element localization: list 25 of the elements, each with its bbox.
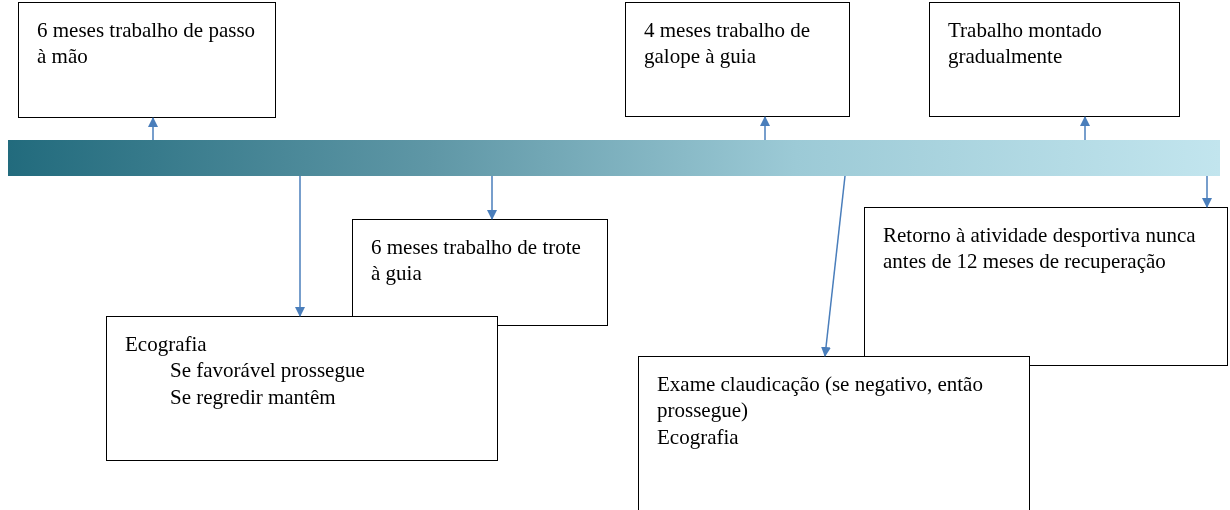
box-text: Trabalho montado gradualmente bbox=[948, 17, 1103, 70]
text-box bbox=[18, 2, 276, 118]
box-text: 6 meses trabalho de trote à guia bbox=[371, 234, 582, 287]
text-box bbox=[638, 356, 1030, 510]
box-text: Ecografia bbox=[657, 423, 740, 450]
arrow bbox=[821, 175, 846, 357]
arrow bbox=[760, 116, 770, 141]
box-text: Ecografia bbox=[125, 331, 208, 358]
arrow bbox=[295, 175, 305, 317]
box-text: Se favorável prossegue bbox=[169, 357, 366, 384]
text-box bbox=[352, 219, 608, 326]
arrow bbox=[487, 175, 497, 220]
box-text: Exame claudicação (se negativo, então prossegue) bbox=[657, 371, 984, 424]
text-box bbox=[106, 316, 498, 461]
text-box bbox=[929, 2, 1180, 117]
text-box bbox=[625, 2, 850, 117]
box-text: Retorno à atividade desportiva nunca antes de 12 meses de recuperação bbox=[883, 222, 1197, 275]
box-text: 6 meses trabalho de passo à mão bbox=[37, 17, 257, 70]
arrow bbox=[1080, 116, 1090, 141]
box-text: 4 meses trabalho de galope à guia bbox=[644, 17, 812, 70]
arrow bbox=[1202, 175, 1212, 208]
arrow bbox=[148, 117, 158, 141]
text-box bbox=[864, 207, 1228, 366]
box-text: Se regredir mantêm bbox=[169, 383, 337, 410]
timeline-bar bbox=[8, 140, 1220, 176]
